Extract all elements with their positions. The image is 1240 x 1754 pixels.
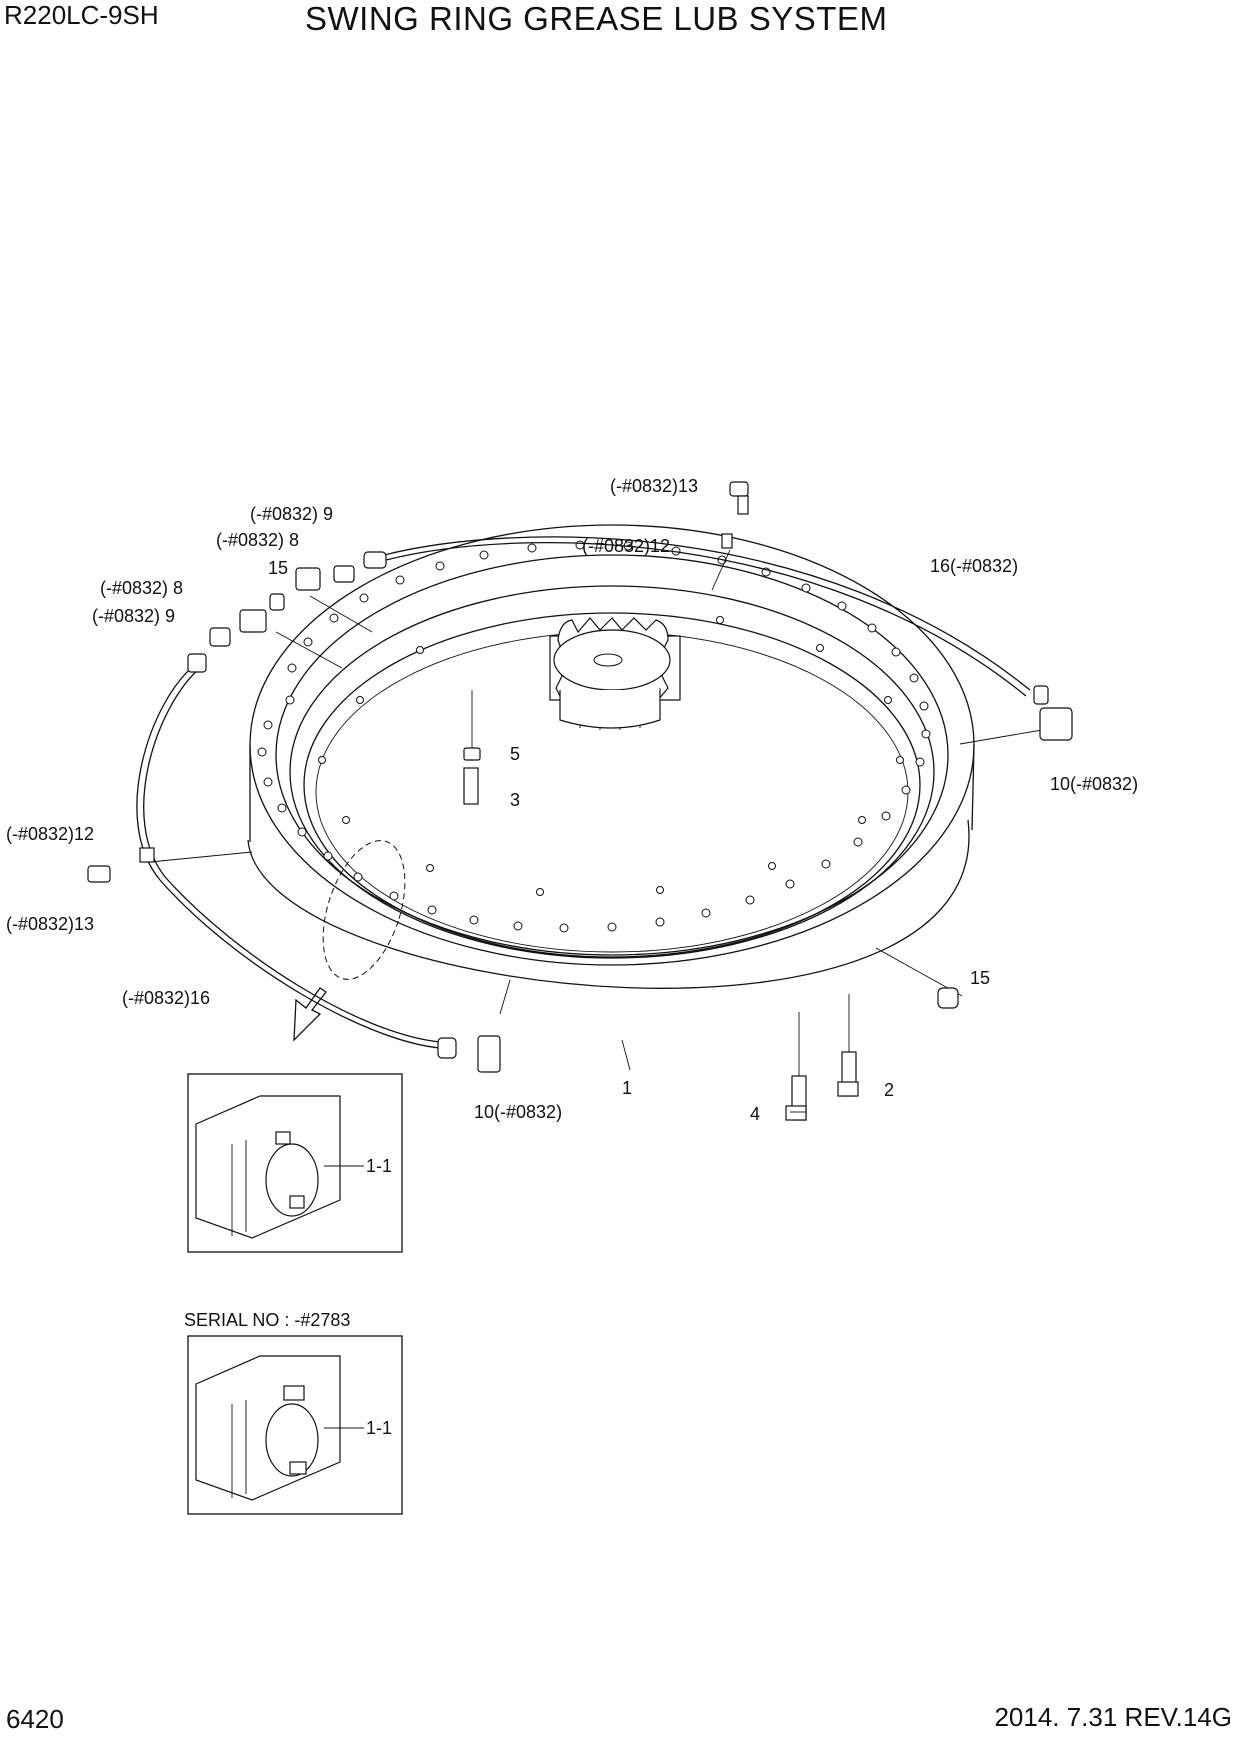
callout-8-lower: (-#0832) 8 <box>100 578 183 598</box>
bolt-holes <box>257 540 931 933</box>
swing-ring <box>247 524 975 1042</box>
callout-1: 1 <box>622 1078 632 1098</box>
callout-12-top: (-#0832)12 <box>582 536 670 556</box>
detail-2-label: 1-1 <box>366 1418 392 1438</box>
callout-10-bottom: 10(-#0832) <box>474 1102 562 1122</box>
callout-13-left: (-#0832)13 <box>6 914 94 934</box>
detail-1-label: 1-1 <box>366 1156 392 1176</box>
callout-3: 3 <box>510 790 520 810</box>
model-number: R220LC-9SH <box>4 0 159 30</box>
callout-10-right: 10(-#0832) <box>1050 774 1138 794</box>
fittings <box>87 481 1073 1121</box>
callout-16-left: (-#0832)16 <box>122 988 210 1008</box>
callout-5: 5 <box>510 744 520 764</box>
callout-9-upper: (-#0832) 9 <box>250 504 333 524</box>
detail-view-2: SERIAL NO : -#2783 1-1 <box>184 1310 403 1515</box>
detail-marker-ellipse <box>322 840 406 980</box>
page-title: SWING RING GREASE LUB SYSTEM <box>305 0 888 37</box>
serial-number-label: SERIAL NO : -#2783 <box>184 1310 350 1330</box>
callout-15-upper: 15 <box>268 558 288 578</box>
callout-13-top: (-#0832)13 <box>610 476 698 496</box>
callout-8-upper: (-#0832) 8 <box>216 530 299 550</box>
revision-stamp: 2014. 7.31 REV.14G <box>994 1702 1232 1732</box>
callout-9-lower: (-#0832) 9 <box>92 606 175 626</box>
callout-2: 2 <box>884 1080 894 1100</box>
callout-12-left: (-#0832)12 <box>6 824 94 844</box>
detail-view-1: 1-1 <box>187 1073 403 1253</box>
callout-4: 4 <box>750 1104 760 1124</box>
callout-15-right: 15 <box>970 968 990 988</box>
callout-16-right: 16(-#0832) <box>930 556 1018 576</box>
detail-arrow <box>293 987 327 1042</box>
pinion-gear <box>549 617 681 730</box>
grease-lines <box>136 536 1043 1049</box>
callouts: (-#0832)13 (-#0832)12 (-#0832) 9 (-#0832… <box>6 476 1138 1124</box>
page-number: 6420 <box>6 1704 64 1734</box>
